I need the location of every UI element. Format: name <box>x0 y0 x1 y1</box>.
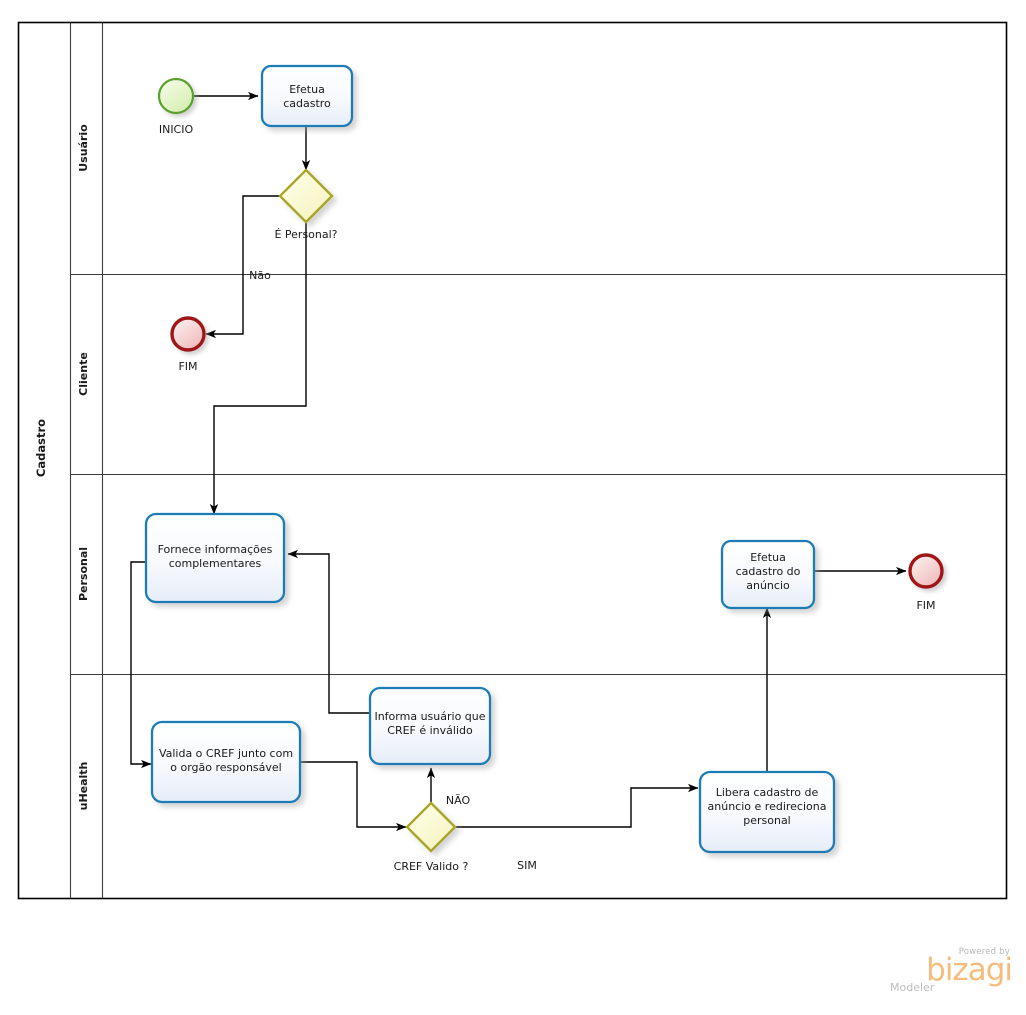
flow-valida-cref-to-gateway-cref <box>300 761 407 832</box>
sequence-flows <box>130 91 907 832</box>
task-informa-cref-invalido[interactable]: Informa usuário que CREF é inválido <box>368 686 492 766</box>
flow-label-nao-personal: Não <box>249 269 271 282</box>
task-libera-cadastro-line2: anúncio e redireciona <box>708 800 827 813</box>
flow-informa-invalido-to-fornece-info <box>287 549 370 714</box>
bizagi-watermark: Powered by bizagi Modeler <box>884 947 1013 1007</box>
task-informa-cref-invalido-box[interactable] <box>368 686 492 766</box>
flow-gateway-cref-sim-to-libera-cadastro <box>456 783 699 828</box>
watermark-powered-by-text: Powered by <box>958 947 1010 957</box>
gateway-cref-valido[interactable]: CREF Valido ? <box>394 801 469 873</box>
task-libera-cadastro[interactable]: Libera cadastro de anúncio e redireciona… <box>698 770 836 854</box>
task-informa-invalido-line1: Informa usuário que <box>374 710 485 723</box>
pool-cadastro: Cadastro Usuário Cliente Personal uHealt… <box>17 21 1008 900</box>
flow-labels: Não NÃO SIM <box>249 269 537 872</box>
flow-gateway-personal-sim-to-fornece-info <box>209 222 307 515</box>
gateway-e-personal-label: É Personal? <box>274 228 337 241</box>
task-efetua-anuncio-line2: cadastro do <box>736 565 801 578</box>
flow-label-nao-cref: NÃO <box>446 794 471 807</box>
pool-outer-border <box>17 21 1008 900</box>
task-efetua-anuncio-line1: Efetua <box>750 551 786 564</box>
gateway-cref-valido-label: CREF Valido ? <box>394 860 469 873</box>
task-libera-cadastro-box[interactable] <box>698 770 836 854</box>
task-efetua-cadastro-anuncio[interactable]: Efetua cadastro do anúncio <box>720 539 816 610</box>
lane-label-uhealth: uHealth <box>77 762 90 811</box>
watermark-bizagi-logo: bizagi <box>926 952 1013 988</box>
lane-label-usuario: Usuário <box>77 124 90 172</box>
end-event-fim-personal[interactable]: FIM <box>908 553 944 612</box>
start-event-label: INICIO <box>159 123 194 136</box>
lane-label-cliente: Cliente <box>77 352 90 396</box>
task-valida-cref-box[interactable] <box>150 720 302 804</box>
task-efetua-cadastro-line1: Efetua <box>289 83 325 96</box>
task-libera-cadastro-line3: personal <box>743 814 791 827</box>
watermark-product-name: Modeler <box>890 981 935 994</box>
lane-label-personal: Personal <box>77 547 90 601</box>
task-fornece-informacoes[interactable]: Fornece informações complementares <box>144 512 286 604</box>
gateway-e-personal[interactable]: É Personal? <box>274 168 338 241</box>
task-valida-cref[interactable]: Valida o CREF junto com o orgão responsá… <box>150 720 302 804</box>
task-efetua-cadastro-line2: cadastro <box>283 97 331 110</box>
end-event-fim-cliente-label: FIM <box>178 360 197 373</box>
task-valida-cref-line2: o orgão responsável <box>170 761 282 774</box>
end-event-fim-personal-label: FIM <box>916 599 935 612</box>
task-fornece-informacoes-line2: complementares <box>169 557 262 570</box>
flow-label-sim-cref: SIM <box>517 859 537 872</box>
task-valida-cref-line1: Valida o CREF junto com <box>159 747 293 760</box>
start-event-circle[interactable] <box>157 77 195 115</box>
task-informa-invalido-line2: CREF é inválido <box>387 724 473 737</box>
pool-label-cadastro: Cadastro <box>34 419 48 477</box>
task-fornece-informacoes-box[interactable] <box>144 512 286 604</box>
flow-gateway-personal-nao-to-fim <box>205 195 282 339</box>
task-fornece-informacoes-line1: Fornece informações <box>158 543 273 556</box>
end-event-fim-cliente[interactable]: FIM <box>170 316 206 373</box>
start-event-inicio[interactable]: INICIO <box>157 77 195 136</box>
gateway-cref-valido-diamond[interactable] <box>405 801 457 853</box>
task-efetua-cadastro-box[interactable] <box>260 64 354 128</box>
task-efetua-cadastro[interactable]: Efetua cadastro <box>260 64 354 128</box>
end-event-fim-personal-circle[interactable] <box>908 553 944 589</box>
task-efetua-anuncio-line3: anúncio <box>746 579 790 592</box>
end-event-fim-cliente-circle[interactable] <box>170 316 206 352</box>
task-efetua-cadastro-anuncio-box[interactable] <box>720 539 816 610</box>
task-libera-cadastro-line1: Libera cadastro de <box>716 786 819 799</box>
gateway-e-personal-diamond[interactable] <box>278 168 334 224</box>
flow-fornece-info-to-valida-cref <box>130 561 152 769</box>
